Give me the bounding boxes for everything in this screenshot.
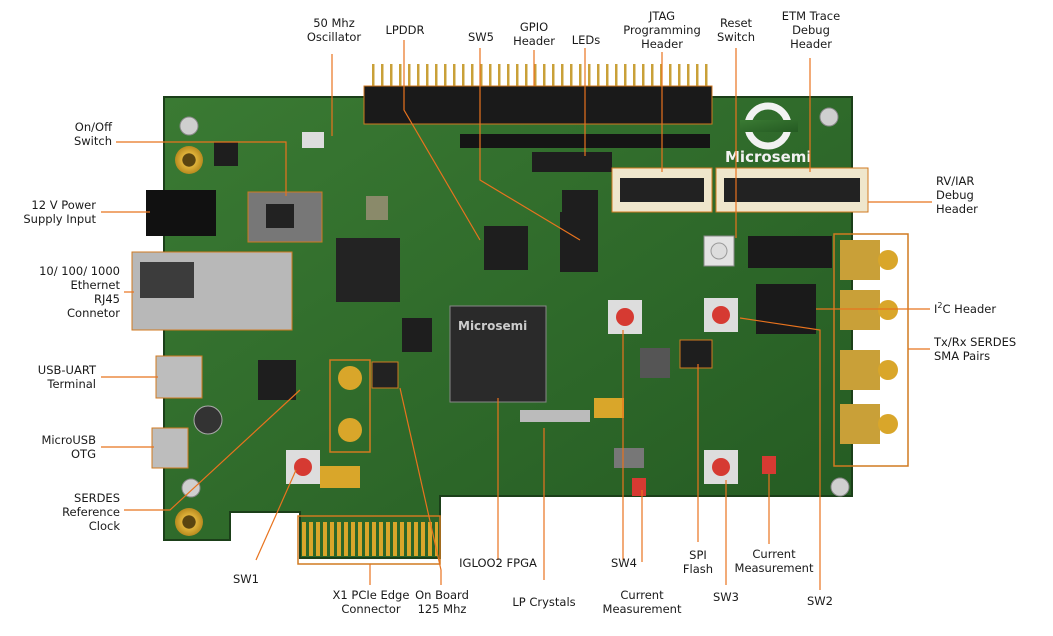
- sw2-button: [704, 298, 738, 332]
- capacitor: [193, 405, 223, 435]
- label-spi-flash: SPI Flash: [682, 548, 714, 576]
- label-sw1: SW1: [233, 572, 259, 586]
- label-onboard-125mhz: On Board 125 Mhz: [415, 588, 469, 616]
- label-igloo2-fpga: IGLOO2 FPGA: [459, 556, 537, 570]
- usb-uart-connector: [155, 355, 203, 399]
- sw4-button: [608, 300, 642, 334]
- igloo2-fpga: [449, 305, 547, 403]
- sw3-button: [704, 450, 738, 484]
- label-power-input: 12 V Power Supply Input: [23, 198, 96, 226]
- label-sw5: SW5: [468, 30, 494, 44]
- label-current-measurement-2: Current Measurement: [734, 547, 814, 575]
- label-txrx-sma: Tx/Rx SERDES SMA Pairs: [934, 335, 1017, 363]
- onboard-125-osc: [371, 361, 399, 389]
- label-pcie: X1 PCIe Edge Connector: [332, 588, 410, 616]
- label-sw2: SW2: [807, 594, 833, 608]
- label-microusb: MicroUSB OTG: [41, 433, 96, 461]
- label-on-off-switch: On/Off Switch: [73, 120, 112, 148]
- label-i2c-header: I2C Header: [934, 301, 997, 316]
- leader-lines: [101, 40, 932, 590]
- label-sw3: SW3: [713, 590, 739, 604]
- label-reset-switch: Reset Switch: [716, 16, 756, 44]
- sma-connectors-box: [833, 233, 909, 467]
- label-sw4: SW4: [611, 556, 637, 570]
- label-ethernet: 10/ 100/ 1000 Ethernet RJ45 Connetor: [39, 264, 120, 320]
- pcie-edge-connector: [302, 522, 438, 556]
- led-row: [532, 152, 612, 172]
- label-usb-uart: USB-UART Terminal: [37, 363, 96, 391]
- label-rv-iar-header: RV/IAR Debug Header: [936, 174, 978, 216]
- sma-connector: [840, 240, 898, 280]
- rv-iar-header: [748, 236, 832, 268]
- label-leds: LEDs: [571, 33, 601, 47]
- label-jtag-header: JTAG Programming Header: [623, 9, 701, 51]
- current-jumper-1: [632, 478, 646, 496]
- svg-text:Microsemi: Microsemi: [725, 148, 812, 166]
- pcie-highlight: [297, 515, 441, 565]
- mounting-hole: [175, 146, 203, 174]
- sw1-button: [286, 450, 320, 484]
- label-gpio-header: GPIO Header: [513, 20, 555, 48]
- lpddr-chip: [336, 238, 400, 302]
- mounting-hole: [175, 508, 203, 536]
- label-etm-header: ETM Trace Debug Header: [781, 9, 841, 51]
- svg-text:Microsemi: Microsemi: [458, 319, 527, 333]
- screw: [179, 116, 199, 136]
- microsemi-logo: Microsemi: [725, 102, 812, 166]
- screw: [181, 478, 201, 498]
- label-lp-crystals: LP Crystals: [512, 595, 576, 609]
- serdes-ref-clock: [329, 359, 371, 453]
- spi-flash: [679, 339, 713, 369]
- lp-crystals: [520, 410, 590, 422]
- screw: [830, 477, 850, 497]
- micro-usb-connector: [151, 427, 189, 469]
- sma-connector: [840, 404, 898, 444]
- i2c-header: [756, 284, 816, 334]
- screw: [819, 107, 839, 127]
- label-current-measurement-1: Current Measurement: [602, 588, 682, 616]
- gpio-header: [363, 85, 713, 125]
- label-lpddr: LPDDR: [385, 23, 425, 37]
- label-serdes-clock: SERDES Reference Clock: [62, 491, 120, 533]
- oscillator: [302, 132, 324, 148]
- sma-connector: [840, 290, 898, 330]
- sw5-dip: [560, 212, 598, 272]
- power-jack: [146, 190, 216, 236]
- current-jumper-2: [762, 456, 776, 474]
- sma-connector: [840, 350, 898, 390]
- label-50mhz-oscillator: 50 Mhz Oscillator: [306, 16, 362, 44]
